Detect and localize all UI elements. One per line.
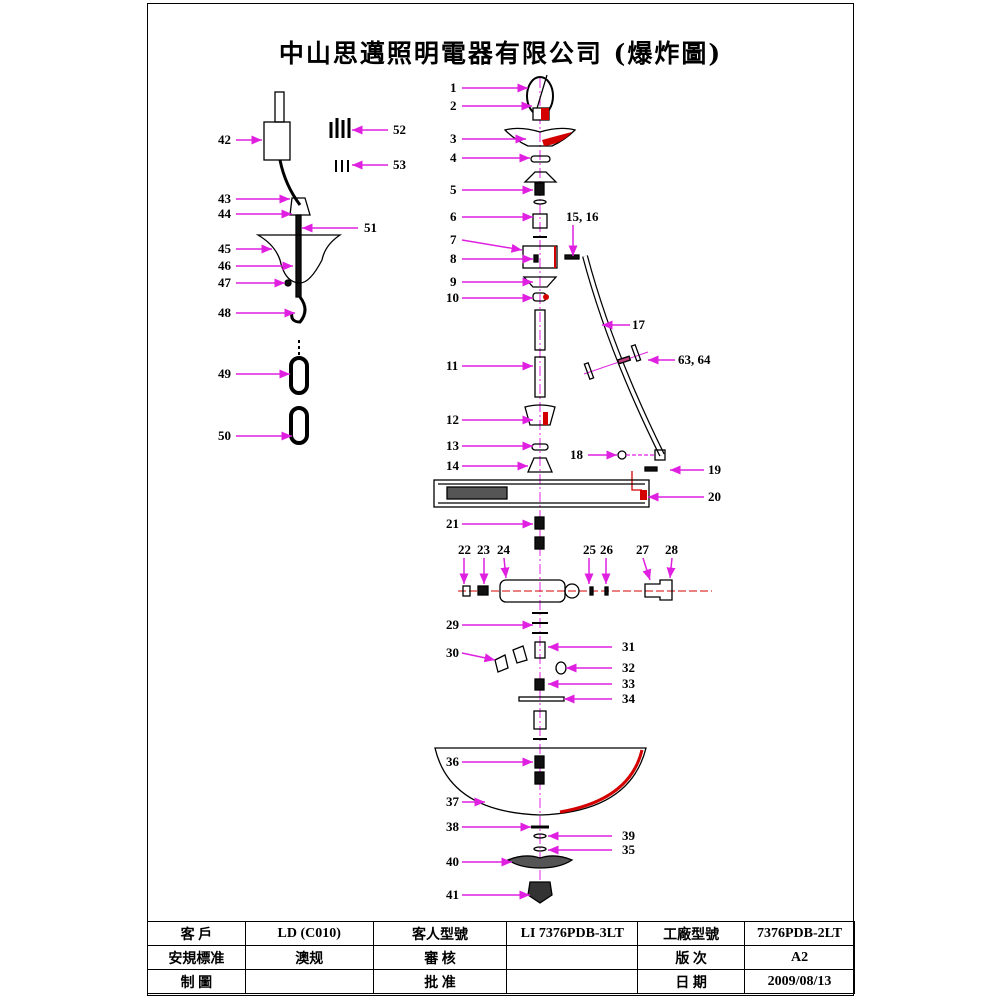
callout-label: 25 <box>583 542 597 557</box>
callout-label: 44 <box>218 206 232 221</box>
callout-label: 28 <box>665 542 679 557</box>
callout-label: 63, 64 <box>678 352 711 367</box>
callout-label: 8 <box>450 251 457 266</box>
table-label: 工廠型號 <box>637 921 746 946</box>
callout-label: 39 <box>622 828 636 843</box>
callout-label: 1 <box>450 80 457 95</box>
callout-label: 26 <box>600 542 614 557</box>
table-value: LD (C010) <box>244 921 374 946</box>
callout-label: 51 <box>364 220 377 235</box>
callout-label: 10 <box>446 290 459 305</box>
callout-label: 3 <box>450 131 457 146</box>
callout-label: 29 <box>446 617 460 632</box>
callout-label: 42 <box>218 132 231 147</box>
callout-label: 46 <box>218 258 232 273</box>
table-value <box>506 945 639 970</box>
callout-label: 35 <box>622 842 636 857</box>
callout-label: 4 <box>450 150 457 165</box>
callout-label: 14 <box>446 458 460 473</box>
callout-label: 19 <box>708 462 722 477</box>
callout-label: 11 <box>446 358 458 373</box>
parts-drawing <box>255 74 712 905</box>
drawing-title: 中山思邁照明電器有限公司 (爆炸圖) <box>278 39 723 68</box>
callout-label: 49 <box>218 366 232 381</box>
callout-label: 17 <box>632 317 646 332</box>
table-value: 2009/08/13 <box>744 969 855 994</box>
callout-label: 47 <box>218 275 232 290</box>
table-label: 安規標准 <box>147 945 246 970</box>
callout-label: 31 <box>622 639 635 654</box>
callout-arrow <box>666 557 676 579</box>
callout-label: 36 <box>446 754 460 769</box>
callout-arrow <box>461 652 496 663</box>
table-label: 版 次 <box>637 945 746 970</box>
table-label: 日 期 <box>637 969 746 994</box>
callout-label: 15, 16 <box>566 209 599 224</box>
callout-label: 50 <box>218 428 231 443</box>
callout-arrow <box>500 557 510 579</box>
table-value: 7376PDB-2LT <box>744 921 855 946</box>
callout-label: 12 <box>446 412 459 427</box>
callout-label: 18 <box>570 447 584 462</box>
callout-label: 43 <box>218 191 232 206</box>
table-value: 澳规 <box>244 945 374 970</box>
callout-label: 24 <box>497 542 511 557</box>
callout-label: 40 <box>446 854 459 869</box>
callout-label: 6 <box>450 209 457 224</box>
callout-label: 48 <box>218 305 232 320</box>
table-label: 批 准 <box>372 969 508 994</box>
callout-label: 20 <box>708 489 721 504</box>
callout-label: 41 <box>446 887 459 902</box>
callout-label: 5 <box>450 182 457 197</box>
callout-label: 27 <box>636 542 650 557</box>
callout-arrow <box>642 557 652 581</box>
callout-label: 30 <box>446 645 459 660</box>
table-value: A2 <box>744 945 855 970</box>
callout-arrow <box>461 239 523 253</box>
callout-label: 21 <box>446 516 459 531</box>
table-label: 客 戶 <box>147 921 246 946</box>
callout-label: 52 <box>393 122 406 137</box>
callout-label: 9 <box>450 274 457 289</box>
table-value <box>506 969 639 994</box>
table-value: LI 7376PDB-3LT <box>506 921 639 946</box>
callout-label: 38 <box>446 819 460 834</box>
drawing-frame <box>147 3 854 996</box>
callout-label: 33 <box>622 676 636 691</box>
callout-label: 34 <box>622 691 636 706</box>
callout-label: 37 <box>446 794 460 809</box>
callout-label: 23 <box>477 542 491 557</box>
callout-label: 7 <box>450 232 457 247</box>
callout-label: 45 <box>218 241 232 256</box>
callout-label: 13 <box>446 438 460 453</box>
table-label: 制 圖 <box>147 969 246 994</box>
table-label: 審 核 <box>372 945 508 970</box>
callout-label: 2 <box>450 98 457 113</box>
table-value <box>244 969 374 994</box>
callout-label: 22 <box>458 542 471 557</box>
table-label: 客人型號 <box>372 921 508 946</box>
callout-label: 32 <box>622 660 635 675</box>
callout-label: 53 <box>393 157 407 172</box>
